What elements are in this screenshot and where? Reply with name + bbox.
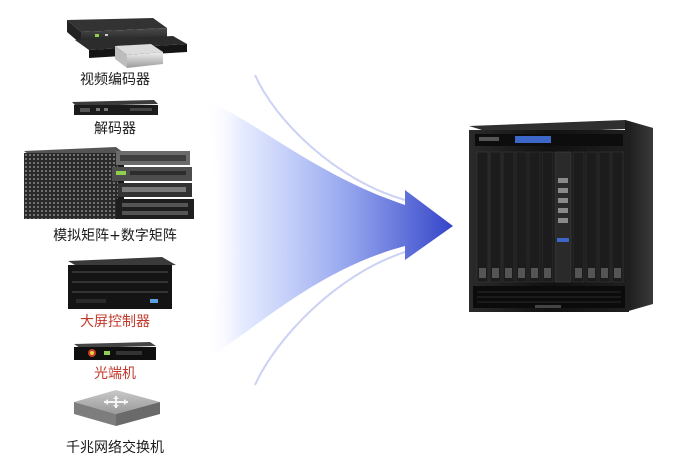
device-label-decoder: 解码器 <box>94 121 136 137</box>
integrated-chassis <box>455 118 665 318</box>
device-label-matrix: 模拟矩阵+数字矩阵 <box>53 228 177 244</box>
encoder-stack-icon <box>67 18 187 68</box>
screen-controller-icon <box>68 257 176 309</box>
optical-terminal-icon <box>74 342 156 360</box>
video-encoder-device <box>55 14 190 72</box>
decoder-box-icon <box>72 100 158 115</box>
matrix-device <box>20 145 200 225</box>
funnel-arrow-icon <box>205 74 453 386</box>
network-switch-icon <box>74 390 160 426</box>
network-switch-device <box>66 386 166 432</box>
device-label-optical-terminal: 光端机 <box>94 366 136 382</box>
funnel-arrow <box>195 60 460 400</box>
optical-terminal-device <box>70 340 160 364</box>
decoder-device <box>70 98 160 118</box>
device-label-screen-controller: 大屏控制器 <box>80 314 150 330</box>
matrix-rack-icon <box>24 147 194 219</box>
device-label-encoder: 视频编码器 <box>80 72 150 88</box>
rack-chassis-icon <box>469 120 653 312</box>
device-label-network-switch: 千兆网络交换机 <box>66 440 164 456</box>
screen-controller-device <box>62 255 180 313</box>
